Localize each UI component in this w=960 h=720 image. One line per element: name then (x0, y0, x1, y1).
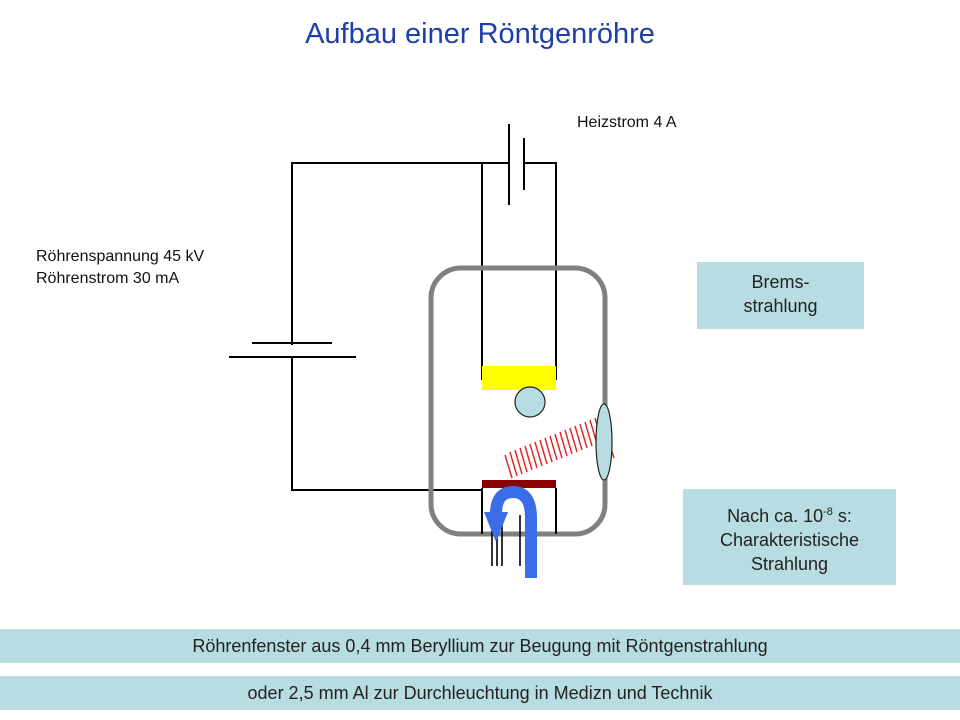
cooling-arrow-shaft (490, 485, 537, 578)
electron (514, 386, 546, 418)
bremsstrahlung-line1: Brems- (751, 272, 810, 292)
nach-prefix: Nach ca. 10 (727, 506, 824, 526)
glass-tube (428, 265, 608, 537)
bremsstrahlung-line2: strahlung (743, 296, 818, 316)
heizstrom-label: Heizstrom 4 A (577, 114, 677, 131)
characteristic-line3: Strahlung (750, 554, 829, 574)
circuit-wire-bottom (291, 357, 482, 491)
anode-plate (482, 480, 556, 488)
characteristic-line1: Nach ca. 10-8 s: (683, 500, 896, 528)
cathode-filament (482, 366, 556, 390)
nach-suffix: s: (832, 506, 852, 526)
x-ray-beam (504, 417, 615, 479)
exponent: -8 (823, 506, 833, 518)
heater-wire-left (481, 162, 509, 380)
window-banner-beryllium: Röhrenfenster aus 0,4 mm Beryllium zur B… (0, 629, 960, 663)
roehrenspannung-label: Röhrenspannung 45 kV (36, 248, 205, 265)
cooling-arrow-head (484, 512, 508, 542)
roehrenstrom-label: Röhrenstrom 30 mA (36, 270, 180, 287)
characteristic-line2: Charakteristische (719, 530, 860, 550)
page-title: Aufbau einer Röntgenröhre (305, 18, 655, 50)
heater-wire-right (524, 162, 557, 380)
circuit-wire-top (291, 162, 509, 345)
characteristic-radiation-box: Nach ca. 10-8 s: Charakteristische Strah… (683, 489, 896, 585)
bremsstrahlung-box: Brems- strahlung (697, 262, 864, 329)
window-banner-aluminium: oder 2,5 mm Al zur Durchleuchtung in Med… (0, 676, 960, 710)
beryllium-window (595, 403, 613, 481)
